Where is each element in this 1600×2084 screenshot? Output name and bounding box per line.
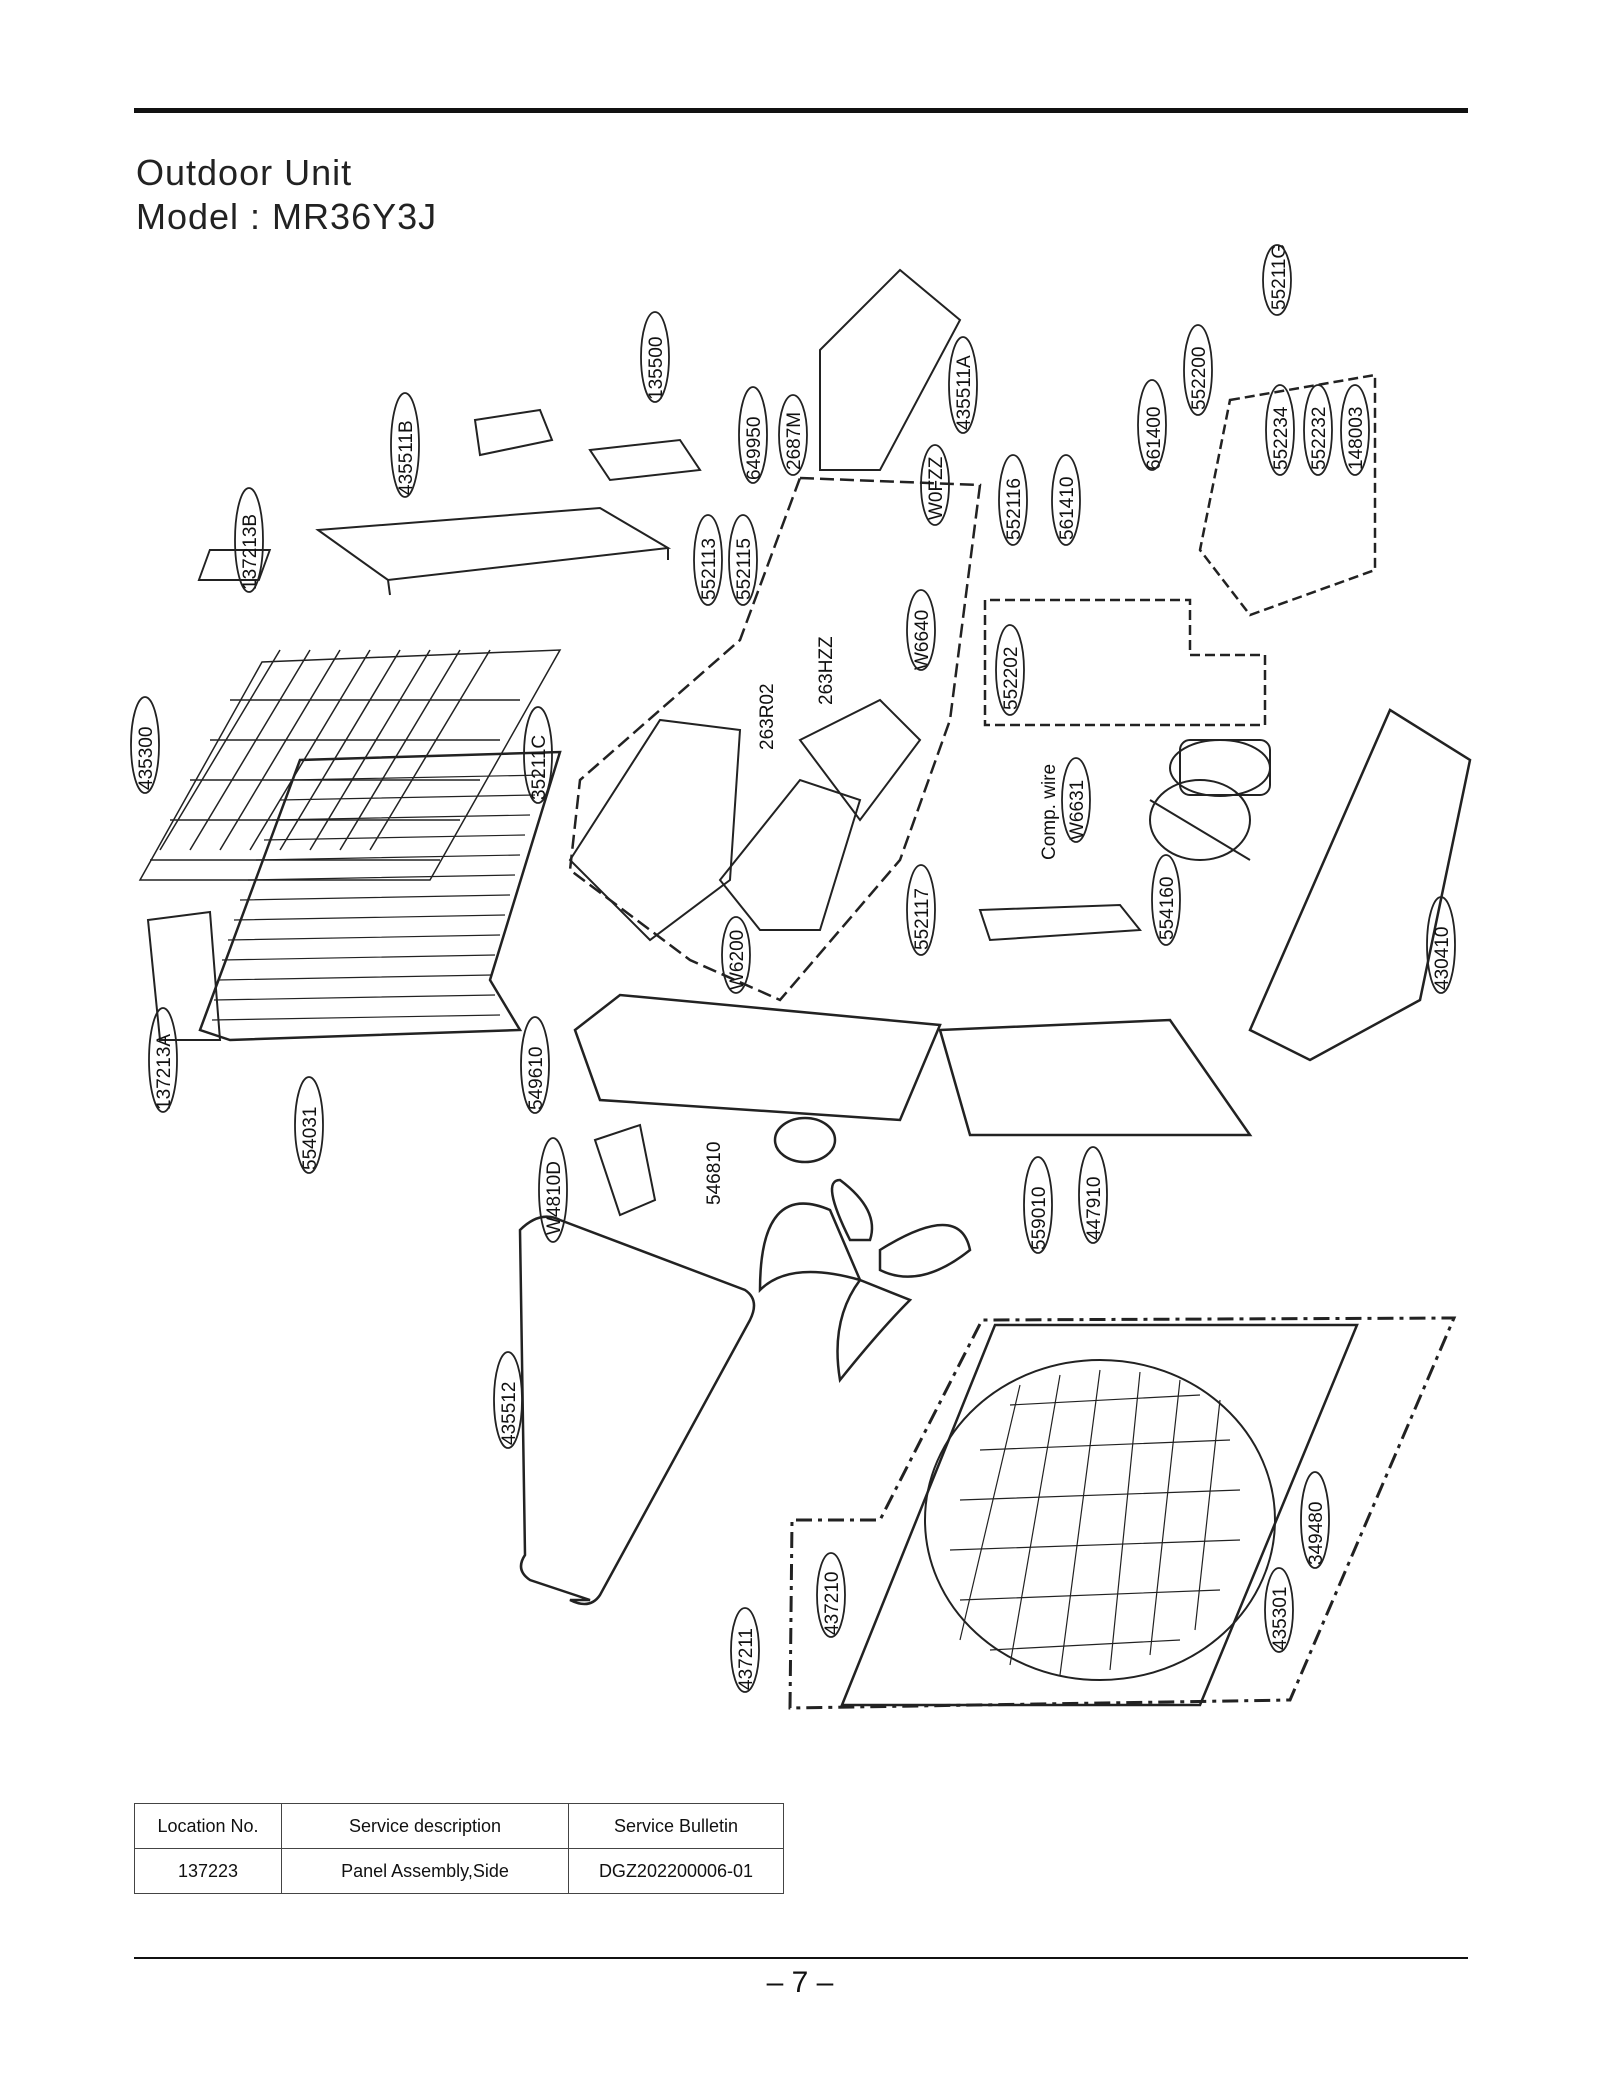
sensor-boundary [1198, 373, 1377, 617]
label-552115: 552115 [734, 538, 755, 600]
callout-bubbles [130, 244, 1456, 1693]
side-panel-435512 [518, 1215, 756, 1606]
table-header-row: Location No. Service description Service… [134, 1803, 784, 1849]
label-435511B: 435511B [396, 420, 417, 495]
header-service-bulletin: Service Bulletin [568, 1803, 784, 1849]
propeller-fan [758, 1178, 972, 1383]
cover-bracket [473, 408, 554, 457]
control-box [568, 698, 922, 942]
label-148003: 148003 [1346, 407, 1367, 470]
label-435511A: 435511A [954, 355, 975, 430]
fan-motor [773, 1116, 837, 1164]
base-pan [1248, 708, 1472, 1062]
label-435512: 435512 [499, 1382, 520, 1445]
label-W6631: W6631 [1067, 780, 1088, 840]
label-435301: 435301 [1270, 1587, 1291, 1650]
page-number: – 7 – [766, 1966, 834, 1999]
label-55211G: 55211G [1269, 244, 1290, 310]
label-552234: 552234 [1271, 406, 1292, 470]
cell-location-no: 137223 [134, 1848, 282, 1894]
label-661400: 661400 [1144, 407, 1165, 470]
label-W6640: W6640 [912, 610, 933, 670]
header-service-description: Service description [281, 1803, 569, 1849]
clip-w4810d [593, 1123, 657, 1217]
label-437211: 437211 [736, 1628, 757, 1690]
cell-service-description: Panel Assembly,Side [281, 1848, 569, 1894]
label-W4810D: W4810D [544, 1161, 565, 1235]
panel-435511A [819, 268, 962, 471]
label-447910: 447910 [1084, 1177, 1105, 1240]
label-135500: 135500 [646, 337, 667, 400]
label-552113: 552113 [699, 538, 720, 600]
model-title: Model : MR36Y3J [136, 196, 438, 237]
label-430410: 430410 [1432, 927, 1453, 990]
label-552202: 552202 [1001, 647, 1022, 710]
label-561410: 561410 [1057, 477, 1078, 540]
label-263R02: 263R02 [757, 683, 778, 750]
drawing-parts [138, 268, 1472, 1710]
front-panel [938, 1018, 1253, 1137]
header-location-no: Location No. [134, 1803, 282, 1849]
label-552200: 552200 [1189, 347, 1210, 410]
label-552116: 552116 [1004, 478, 1025, 540]
label-2687M: 2687M [784, 412, 805, 470]
side-panel-137213A [146, 910, 222, 1041]
table-row: 137223 Panel Assembly,Side DGZ202200006-… [134, 1848, 784, 1894]
label-552232: 552232 [1309, 407, 1330, 470]
bottom-rule [134, 1957, 1468, 1959]
label-435300: 435300 [136, 727, 157, 790]
label-554031: 554031 [300, 1107, 321, 1170]
top-cover [315, 506, 672, 596]
label-W0FZZ: W0FZZ [926, 456, 947, 520]
label-comp-wire: Comp. wire [1039, 764, 1060, 860]
bracket-135500 [588, 438, 702, 482]
heat-exchanger [198, 750, 562, 1042]
label-559010: 559010 [1029, 1187, 1050, 1250]
label-137213A: 137213A [154, 1034, 175, 1110]
compressor [1149, 739, 1271, 861]
label-35211C: 35211C [529, 735, 550, 800]
service-bulletin-table: Location No. Service description Service… [134, 1803, 784, 1894]
label-549610: 549610 [526, 1047, 547, 1110]
front-grille-panel [840, 1323, 1359, 1707]
page-title: Outdoor Unit [136, 152, 353, 193]
callout-labels: 55211G 552200 661400 552234 552232 14800… [136, 244, 1453, 1690]
motor-bracket [573, 993, 942, 1122]
label-W6200: W6200 [727, 930, 748, 990]
label-137213B: 137213B [240, 514, 261, 590]
cell-service-bulletin: DGZ202200006-01 [568, 1848, 784, 1894]
label-554160: 554160 [1157, 877, 1178, 940]
label-263HZZ: 263HZZ [816, 636, 837, 705]
label-437210: 437210 [822, 1572, 843, 1635]
rear-grille [138, 649, 562, 881]
label-349480: 349480 [1306, 1502, 1327, 1565]
label-552117: 552117 [912, 888, 933, 950]
label-546810: 546810 [704, 1142, 725, 1205]
front-panel-boundary [788, 1316, 1457, 1710]
top-rule [134, 108, 1468, 113]
label-649950: 649950 [744, 417, 765, 480]
valve-boundary [983, 598, 1267, 727]
accumulator [978, 903, 1142, 942]
